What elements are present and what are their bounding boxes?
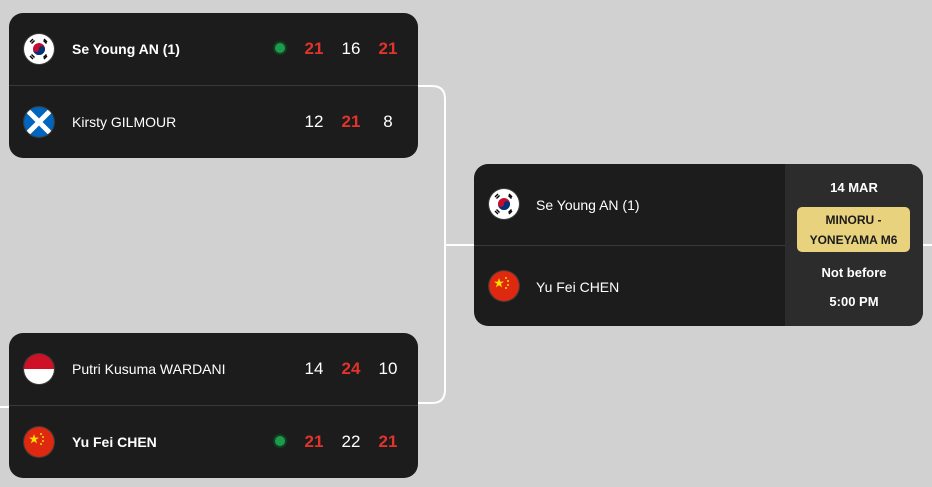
player-row: Yu Fei CHEN — [474, 245, 785, 326]
scotland-flag-icon — [24, 107, 54, 137]
semifinal-card-2[interactable]: Putri Kusuma WARDANI 14 24 10 Yu Fei CHE… — [9, 333, 418, 478]
semifinal-card-1[interactable]: Se Young AN (1) 21 16 21 Kirsty GILMOUR … — [9, 13, 418, 158]
china-flag-icon — [489, 271, 519, 301]
game-score: 22 — [341, 432, 361, 451]
player-name[interactable]: Se Young AN (1) — [536, 196, 640, 213]
player-row: Kirsty GILMOUR 12 21 8 — [9, 85, 418, 158]
match-date: 14 MAR — [830, 180, 878, 195]
player-name[interactable]: Putri Kusuma WARDANI — [72, 361, 226, 377]
match-time: 5:00 PM — [829, 294, 879, 309]
player-row: Putri Kusuma WARDANI 14 24 10 — [9, 333, 418, 405]
player-name[interactable]: Yu Fei CHEN — [72, 434, 157, 450]
korea-flag-icon — [24, 34, 54, 64]
player-name[interactable]: Kirsty GILMOUR — [72, 114, 177, 130]
player-row: Yu Fei CHEN 21 22 21 — [9, 405, 418, 478]
indonesia-flag-icon — [24, 354, 54, 384]
winner-indicator-icon — [275, 43, 285, 53]
player-name[interactable]: Yu Fei CHEN — [536, 278, 620, 295]
game-score: 8 — [383, 112, 393, 131]
korea-flag-icon — [489, 189, 519, 219]
player-name[interactable]: Se Young AN (1) — [72, 41, 180, 57]
player-row: Se Young AN (1) 21 16 21 — [9, 13, 418, 85]
game-score: 10 — [378, 359, 398, 378]
game-score: 21 — [378, 39, 398, 58]
court-badge: MINORU - YONEYAMA M6 — [797, 207, 910, 252]
game-score: 21 — [341, 112, 361, 131]
player-row: Se Young AN (1) — [474, 164, 785, 245]
china-flag-icon — [24, 427, 54, 457]
game-score: 21 — [304, 432, 324, 451]
game-score: 21 — [378, 432, 398, 451]
game-score: 24 — [341, 359, 361, 378]
game-score: 21 — [304, 39, 324, 58]
game-score: 12 — [304, 112, 324, 131]
not-before-label: Not before — [821, 265, 887, 280]
game-score: 14 — [304, 359, 324, 378]
final-match-card[interactable]: Se Young AN (1) Yu Fei CHEN 14 MAR MINOR… — [474, 164, 923, 326]
game-score: 16 — [341, 39, 361, 58]
winner-indicator-icon — [275, 436, 285, 446]
match-info-panel: 14 MAR MINORU - YONEYAMA M6 Not before 5… — [785, 164, 923, 326]
